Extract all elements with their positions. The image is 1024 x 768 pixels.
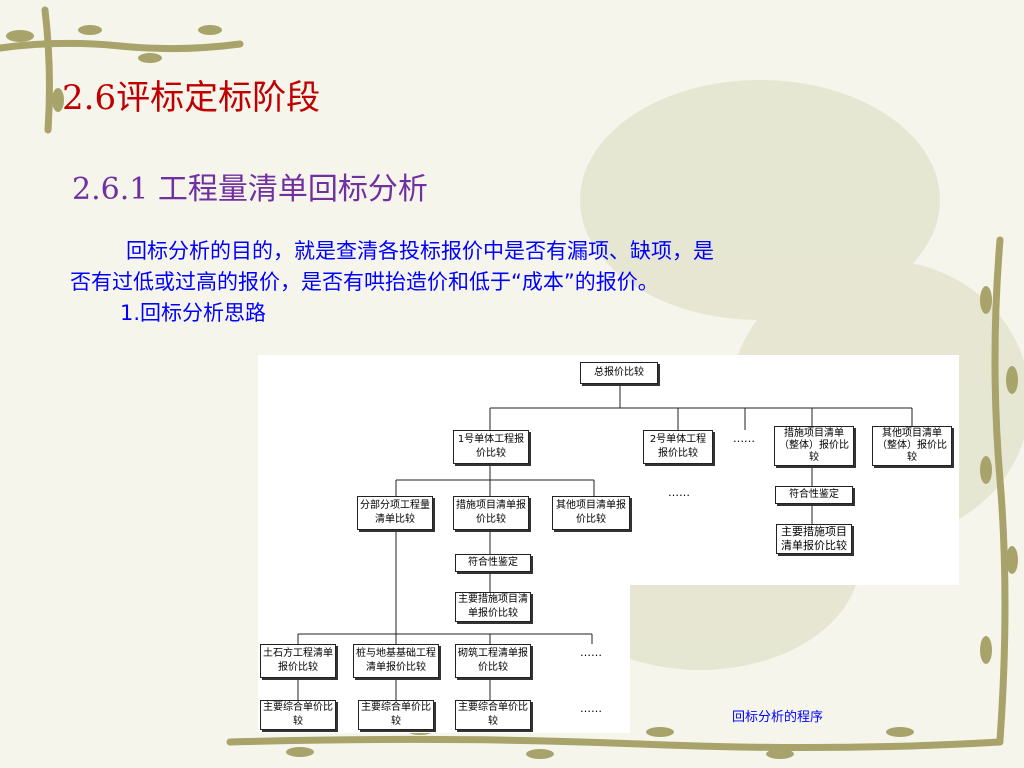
paragraph-line-2: 否有过低或过高的报价，是否有哄抬造价和低于“成本”的报价。 <box>70 270 659 294</box>
ellipsis-level4: …… <box>580 702 602 715</box>
box-main-measures-right: 主要措施项目清单报价比较 <box>776 524 852 554</box>
ellipsis-under-unit2: …… <box>668 486 690 499</box>
paragraph-line-3: 1.回标分析思路 <box>120 301 267 325</box>
paragraph-line-1: 回标分析的目的，就是查清各投标报价中是否有漏项、缺项，是 <box>126 239 714 263</box>
box-sub-item-comparison: 分部分项工程量清单比较 <box>357 496 433 530</box>
box-masonry: 砌筑工程清单报价比较 <box>455 644 531 678</box>
box-unit1-price-comparison: 1号单体工程报价比较 <box>453 430 529 464</box>
box-measures-overall: 措施项目清单（整体）报价比较 <box>774 426 854 466</box>
body-paragraph: 回标分析的目的，就是查清各投标报价中是否有漏项、缺项，是 否有过低或过高的报价，… <box>70 236 950 329</box>
box-other-unit: 其他项目清单报价比较 <box>552 496 630 530</box>
box-main-unit-price-1: 主要综合单价比较 <box>260 700 336 730</box>
box-earthwork: 土石方工程清单报价比较 <box>260 644 336 678</box>
ellipsis-level1: …… <box>733 432 755 445</box>
box-conformity-right: 符合性鉴定 <box>775 486 853 504</box>
diagram-caption: 回标分析的程序 <box>732 710 824 725</box>
box-pile-foundation: 桩与地基基础工程清单报价比较 <box>353 644 439 678</box>
box-unit2-price-comparison: 2号单体工程报价比较 <box>643 430 713 464</box>
box-other-overall: 其他项目清单（整体）报价比较 <box>872 426 952 466</box>
box-main-measures-left: 主要措施项目清单报价比较 <box>455 592 531 622</box>
ellipsis-level3: …… <box>580 646 602 659</box>
slide-title: 2.6评标定标阶段 <box>62 78 321 118</box>
box-conformity-left: 符合性鉴定 <box>455 554 531 572</box>
box-total-price-comparison: 总报价比较 <box>580 362 658 384</box>
box-main-unit-price-3: 主要综合单价比较 <box>455 700 531 730</box>
slide-subtitle: 2.6.1 工程量清单回标分析 <box>72 172 428 207</box>
box-measures-unit: 措施项目清单报价比较 <box>453 496 529 530</box>
box-main-unit-price-2: 主要综合单价比较 <box>358 700 434 730</box>
